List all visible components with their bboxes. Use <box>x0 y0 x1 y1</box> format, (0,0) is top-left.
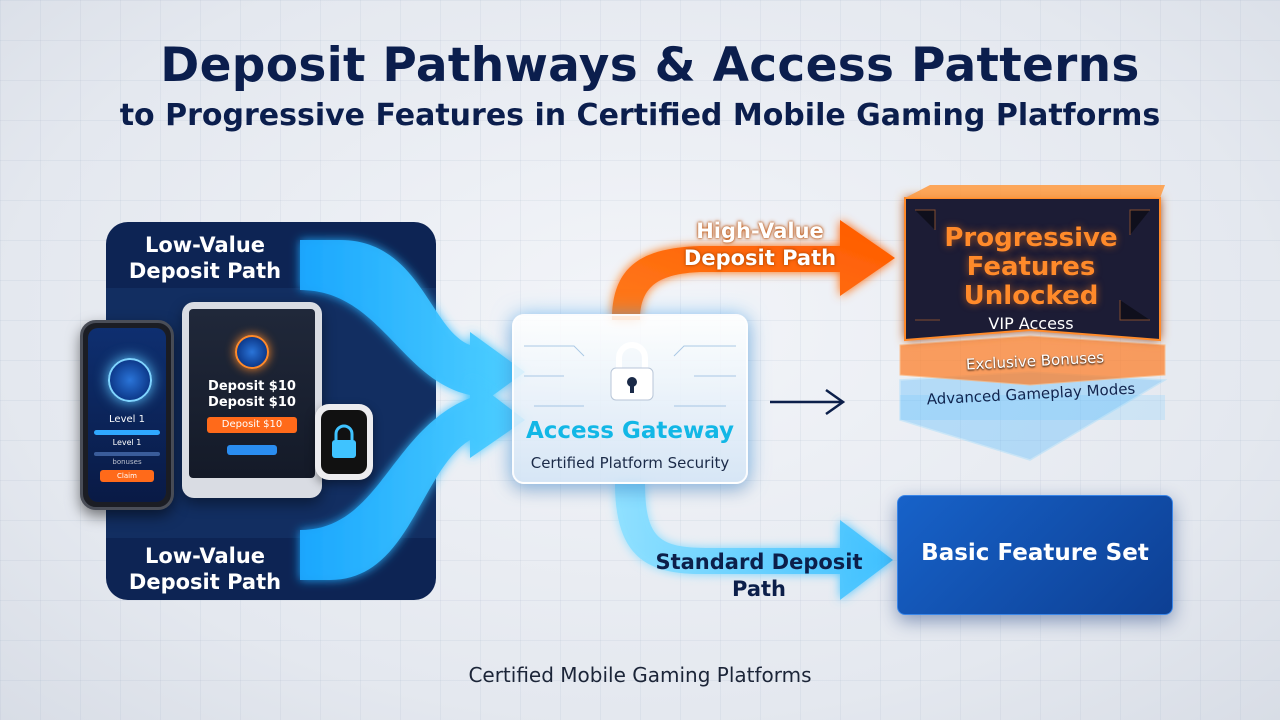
tablet-secondary-button[interactable] <box>227 445 277 455</box>
basic-feature-label: Basic Feature Set <box>921 540 1149 566</box>
tablet-avatar-icon <box>235 335 269 369</box>
diagram-subtitle: to Progressive Features in Certified Mob… <box>119 98 1161 133</box>
low-value-arrow-bottom <box>300 378 525 580</box>
tablet-deposit-button[interactable]: Deposit $10 <box>207 417 297 433</box>
low-value-arrow-top <box>300 240 525 412</box>
phone-level: Level 1 <box>109 414 145 425</box>
tablet-deposit-line2: Deposit $10 <box>208 395 296 410</box>
phone-device: Level 1 Level 1 bonuses Claim <box>80 320 174 510</box>
avatar-icon <box>108 358 152 402</box>
tablet-deposit-line1: Deposit $10 <box>208 379 296 394</box>
padlock-icon <box>610 342 654 401</box>
phone-bonus: bonuses <box>112 458 142 466</box>
standard-arrow <box>615 482 893 600</box>
access-gateway-card <box>512 314 748 484</box>
diagram-title: Deposit Pathways & Access Patterns <box>160 38 1140 93</box>
lock-icon <box>332 424 356 458</box>
standard-path-label: Standard Deposit Path <box>655 550 863 601</box>
low-value-label-bottom: Low-Value Deposit Path <box>128 544 282 594</box>
gateway-title: Access Gateway <box>525 418 735 444</box>
phone-claim-button[interactable]: Claim <box>100 470 154 482</box>
high-value-path-label: High-Value Deposit Path <box>683 219 837 270</box>
low-value-label-top: Low-Value Deposit Path <box>128 233 282 283</box>
high-value-arrow <box>612 220 895 320</box>
watch-device <box>315 404 373 480</box>
middle-arrow <box>770 388 846 416</box>
circuit-pattern <box>524 345 736 407</box>
phone-level-small: Level 1 <box>112 438 142 447</box>
caption: Certified Mobile Gaming Platforms <box>468 663 812 687</box>
progressive-cube <box>899 185 1168 461</box>
tablet-device: Deposit $10 Deposit $10 Deposit $10 <box>182 302 322 498</box>
basic-feature-box <box>897 495 1173 615</box>
tier-vip-access: VIP Access <box>988 314 1074 333</box>
progressive-title: Progressive Features Unlocked <box>944 223 1118 311</box>
gateway-subtitle: Certified Platform Security <box>530 454 730 472</box>
